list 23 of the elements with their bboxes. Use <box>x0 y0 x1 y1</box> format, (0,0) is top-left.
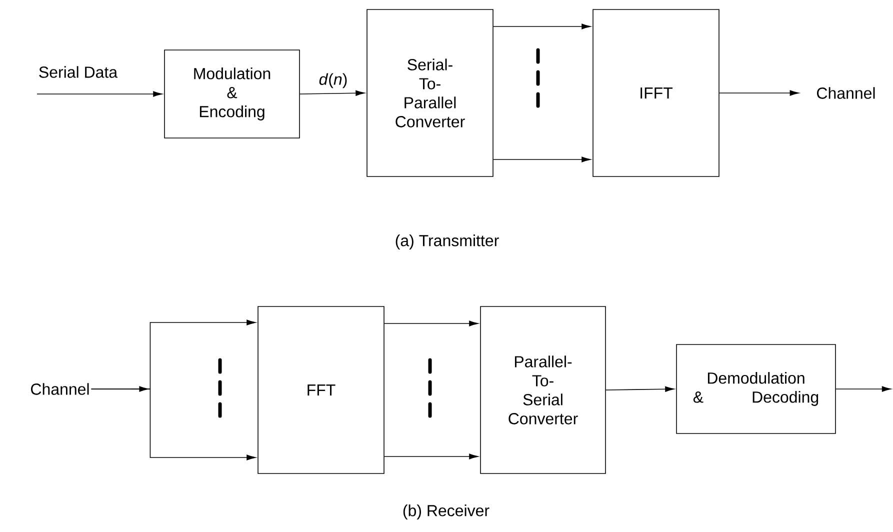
block-box: Modulation & Encoding <box>164 50 300 138</box>
arrow <box>836 386 892 392</box>
arrow-head <box>130 386 148 392</box>
arrow <box>384 320 478 326</box>
caption: (a) Transmitter <box>396 234 499 250</box>
block-box: Demodulation & Decoding <box>676 344 836 434</box>
edge-label: d(n) <box>319 73 347 88</box>
block-box: IFFT <box>592 9 720 177</box>
signal-label: Channel <box>31 383 89 395</box>
arrow <box>719 90 799 96</box>
signal-label: Serial Data <box>39 66 118 78</box>
arrow <box>493 24 591 30</box>
arrow <box>36 91 162 97</box>
arrow <box>493 156 591 162</box>
arrow <box>300 90 365 96</box>
signal-label: Channel <box>817 87 875 99</box>
arrow <box>384 454 478 460</box>
block-box: Parallel- To- Serial Converter <box>480 306 606 474</box>
arrow <box>90 388 256 460</box>
block-box: Serial- To- Parallel Converter <box>366 9 494 177</box>
caption: (b) Receiver <box>403 504 490 520</box>
arrow <box>606 386 674 392</box>
block-box: FFT <box>258 306 384 474</box>
